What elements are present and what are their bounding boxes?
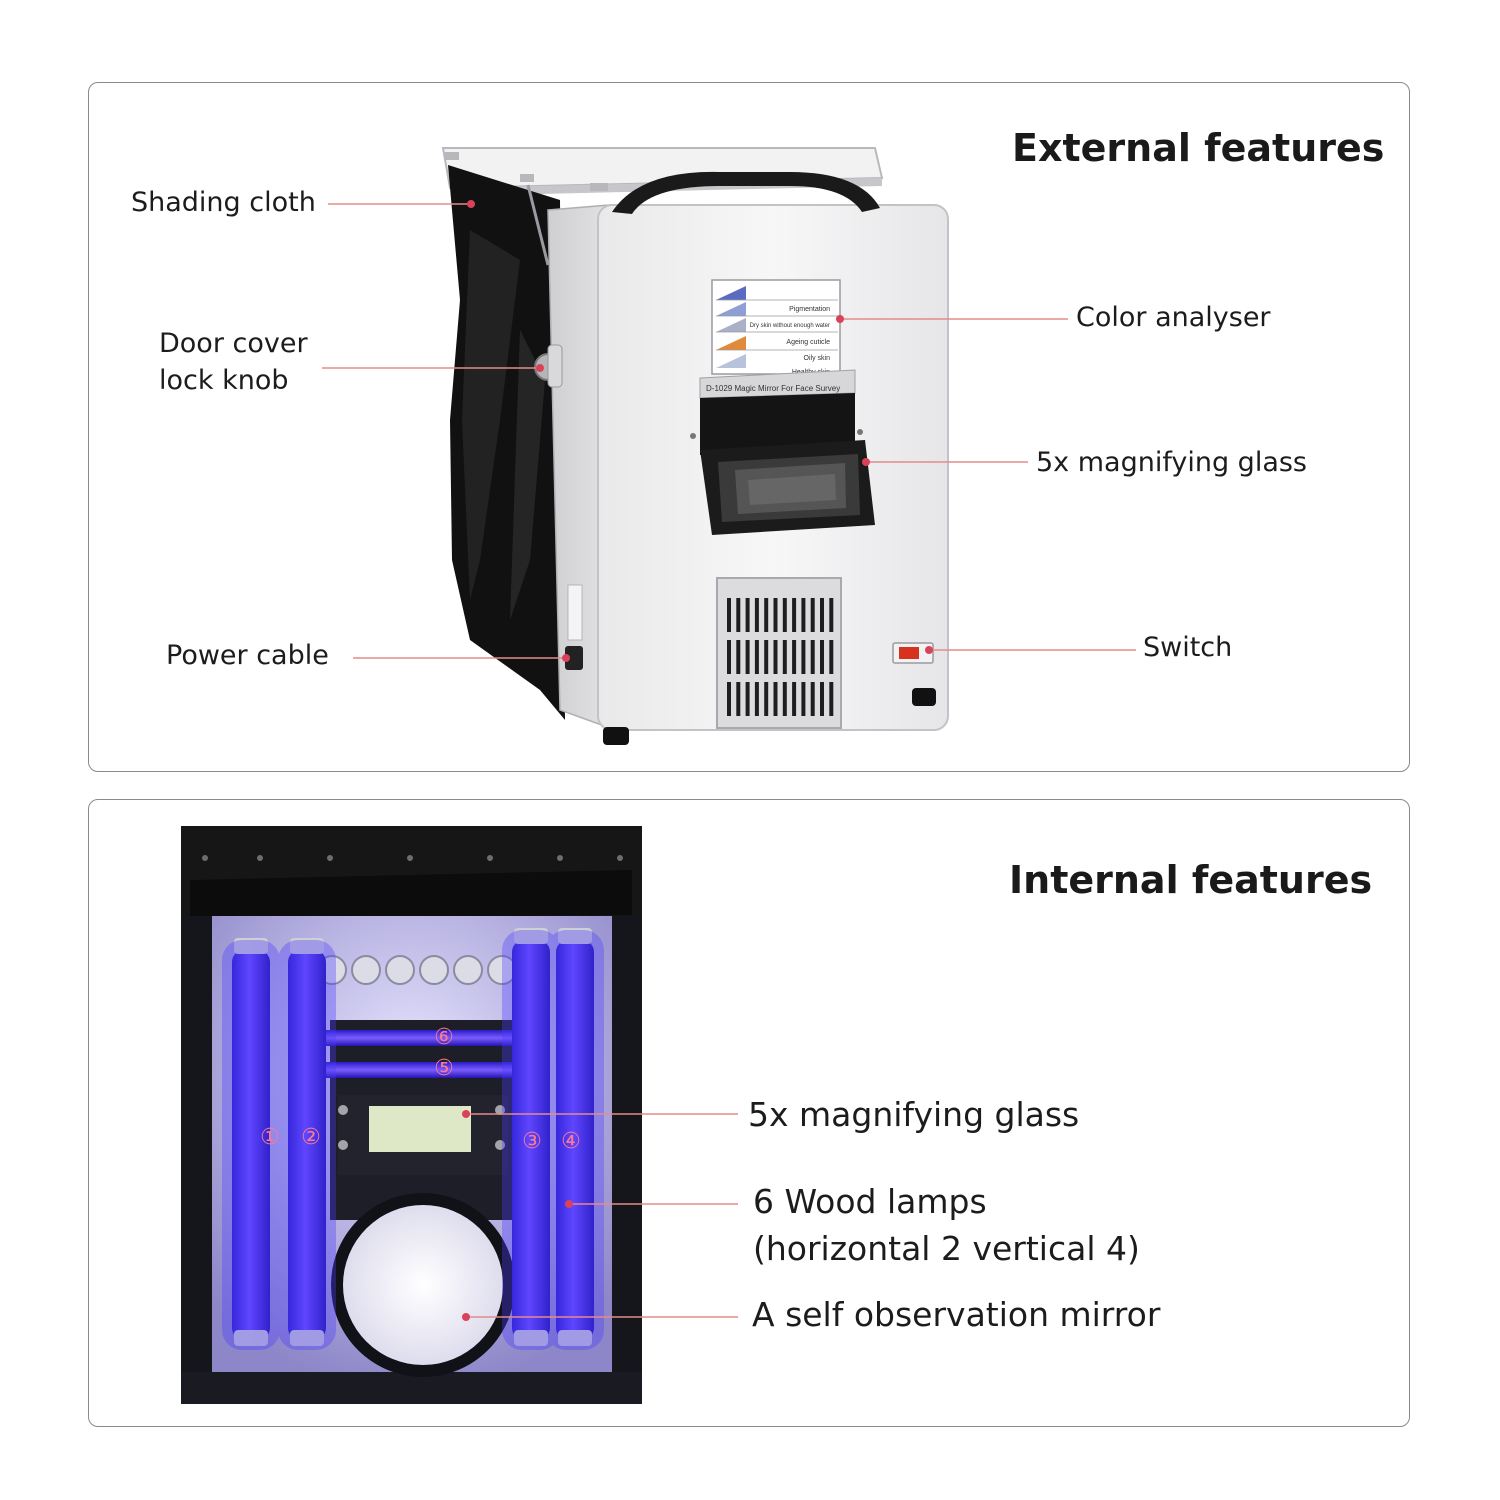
label-magnifying-glass-int: 5x magnifying glass	[748, 1095, 1080, 1134]
label-color-analyser: Color analyser	[1076, 302, 1271, 333]
label-power-cable: Power cable	[166, 640, 329, 671]
label-lock-knob: lock knob	[159, 365, 289, 396]
label-shading-cloth: Shading cloth	[131, 187, 316, 218]
label-magnifying-glass-ext: 5x magnifying glass	[1036, 447, 1308, 478]
label-door-cover: Door cover	[159, 328, 308, 359]
label-observation-mirror: A self observation mirror	[752, 1295, 1161, 1334]
label-wood-lamps: 6 Wood lamps	[753, 1182, 987, 1221]
label-switch: Switch	[1143, 632, 1233, 663]
label-lamp-arrangement: (horizontal 2 vertical 4)	[753, 1229, 1140, 1268]
internal-features-heading: Internal features	[1009, 858, 1373, 902]
external-features-heading: External features	[1012, 126, 1385, 170]
